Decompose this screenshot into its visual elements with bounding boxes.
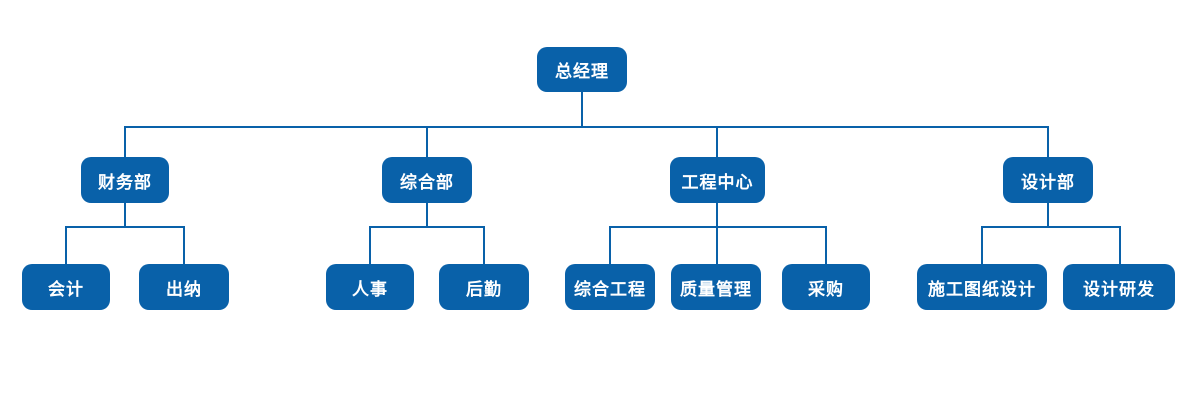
org-node-accounting: 会计: [22, 264, 110, 310]
connector-general-affairs-hbar: [369, 226, 485, 228]
connector-finance-stem: [124, 203, 126, 227]
connector-drop-accounting: [65, 228, 67, 264]
connector-drop-finance: [124, 128, 126, 157]
connector-general-affairs-stem: [426, 203, 428, 227]
org-node-design-rd: 设计研发: [1063, 264, 1175, 310]
org-node-general-affairs-dept: 综合部: [382, 157, 472, 203]
org-node-finance-dept: 财务部: [81, 157, 169, 203]
connector-design-hbar: [981, 226, 1121, 228]
connector-drop-general-affairs: [426, 128, 428, 157]
org-node-construction-drawing-design: 施工图纸设计: [917, 264, 1047, 310]
org-node-quality-management: 质量管理: [671, 264, 761, 310]
org-node-procurement: 采购: [782, 264, 870, 310]
connector-drop-construction-drawing: [981, 228, 983, 264]
connector-drop-design: [1047, 128, 1049, 157]
connector-drop-engineering: [716, 128, 718, 157]
connector-level2-hbar: [124, 126, 1049, 128]
org-node-design-dept: 设计部: [1003, 157, 1093, 203]
connector-drop-hr: [369, 228, 371, 264]
connector-drop-quality: [716, 228, 718, 264]
org-node-logistics: 后勤: [439, 264, 529, 310]
connector-finance-hbar: [65, 226, 185, 228]
connector-root-stem: [581, 92, 583, 128]
connector-engineering-hbar: [609, 226, 827, 228]
connector-design-stem: [1047, 203, 1049, 227]
org-node-engineering-center: 工程中心: [670, 157, 765, 203]
connector-drop-cashier: [183, 228, 185, 264]
connector-drop-procurement: [825, 228, 827, 264]
org-node-general-manager: 总经理: [537, 47, 627, 92]
connector-drop-logistics: [483, 228, 485, 264]
org-node-hr: 人事: [326, 264, 414, 310]
connector-engineering-stem: [716, 203, 718, 227]
org-node-general-engineering: 综合工程: [565, 264, 655, 310]
connector-drop-general-engineering: [609, 228, 611, 264]
org-node-cashier: 出纳: [139, 264, 229, 310]
connector-drop-design-rd: [1119, 228, 1121, 264]
